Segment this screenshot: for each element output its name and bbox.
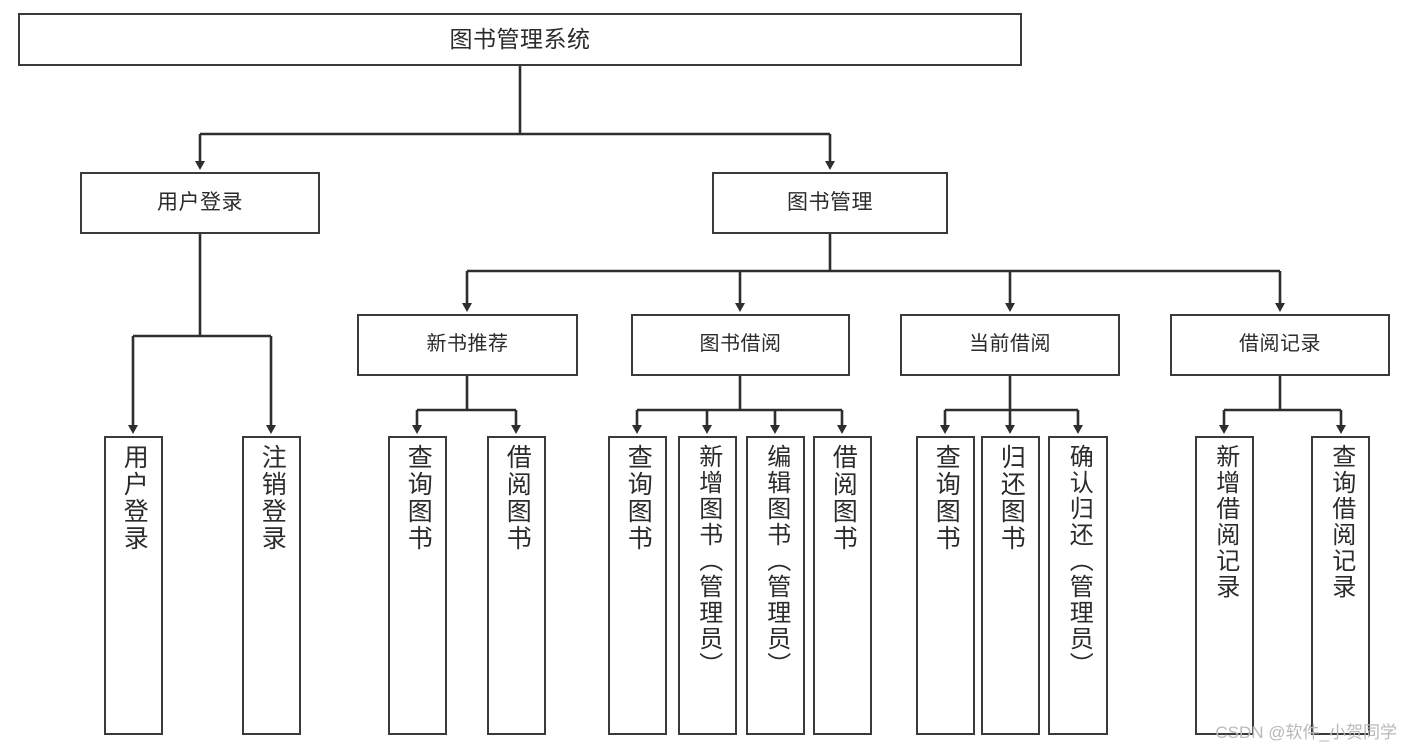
node-label: 查询借阅记录 bbox=[1327, 444, 1355, 600]
leaf-borrow-book-recommend[interactable]: 借阅图书 bbox=[487, 436, 546, 735]
node-label: 查询图书 bbox=[404, 444, 433, 552]
node-root-system[interactable]: 图书管理系统 bbox=[18, 13, 1022, 66]
leaf-query-borrow-record[interactable]: 查询借阅记录 bbox=[1311, 436, 1370, 735]
watermark-text: CSDN @软件_小贺同学 bbox=[1215, 723, 1397, 742]
leaf-user-login[interactable]: 用户登录 bbox=[104, 436, 163, 735]
node-label: 图书借阅 bbox=[699, 333, 782, 356]
node-label: 新书推荐 bbox=[426, 333, 509, 356]
leaf-add-book-admin[interactable]: 新增图书（管理员） bbox=[678, 436, 737, 735]
node-current-borrow[interactable]: 当前借阅 bbox=[900, 314, 1120, 376]
node-book-borrow[interactable]: 图书借阅 bbox=[631, 314, 850, 376]
node-label: 图书管理 bbox=[787, 190, 873, 214]
leaf-query-book-current[interactable]: 查询图书 bbox=[916, 436, 975, 735]
node-label: 查询图书 bbox=[624, 444, 653, 552]
node-new-book-recommend[interactable]: 新书推荐 bbox=[357, 314, 578, 376]
node-label: 借阅图书 bbox=[829, 444, 858, 552]
leaf-add-borrow-record[interactable]: 新增借阅记录 bbox=[1195, 436, 1254, 735]
leaf-confirm-return-admin[interactable]: 确认归还（管理员） bbox=[1048, 436, 1108, 735]
node-label: 查询图书 bbox=[932, 444, 961, 552]
node-borrow-record[interactable]: 借阅记录 bbox=[1170, 314, 1390, 376]
node-label: 当前借阅 bbox=[969, 333, 1051, 356]
leaf-logout[interactable]: 注销登录 bbox=[242, 436, 301, 735]
leaf-query-book-recommend[interactable]: 查询图书 bbox=[388, 436, 447, 735]
leaf-borrow-book[interactable]: 借阅图书 bbox=[813, 436, 872, 735]
node-label: 用户登录 bbox=[157, 190, 243, 214]
node-label: 确认归还（管理员） bbox=[1065, 444, 1093, 678]
node-label: 用户登录 bbox=[120, 444, 149, 552]
node-label: 借阅记录 bbox=[1239, 333, 1321, 356]
node-user-login[interactable]: 用户登录 bbox=[80, 172, 320, 234]
node-label: 新增图书（管理员） bbox=[694, 444, 722, 678]
node-label: 图书管理系统 bbox=[449, 25, 591, 52]
node-book-management[interactable]: 图书管理 bbox=[712, 172, 948, 234]
leaf-query-book-borrow[interactable]: 查询图书 bbox=[608, 436, 667, 735]
node-label: 新增借阅记录 bbox=[1211, 444, 1239, 600]
node-label: 编辑图书（管理员） bbox=[762, 444, 790, 678]
leaf-edit-book-admin[interactable]: 编辑图书（管理员） bbox=[746, 436, 805, 735]
node-label: 归还图书 bbox=[997, 444, 1026, 552]
node-label: 注销登录 bbox=[258, 444, 287, 552]
node-label: 借阅图书 bbox=[503, 444, 532, 552]
leaf-return-book[interactable]: 归还图书 bbox=[981, 436, 1040, 735]
